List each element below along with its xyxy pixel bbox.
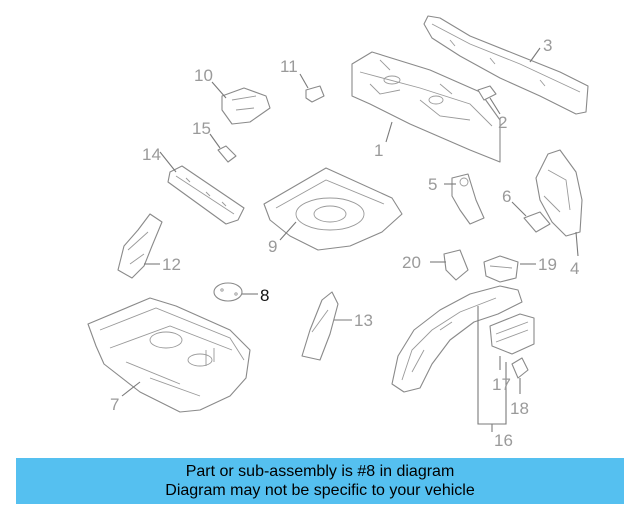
part-17-reinforcement[interactable] xyxy=(489,313,535,355)
callout-11: 11 xyxy=(280,57,298,76)
leader-9 xyxy=(279,221,297,241)
part-18-bracket[interactable] xyxy=(511,357,529,379)
leader-4 xyxy=(575,231,579,257)
part-11-block[interactable] xyxy=(305,85,325,103)
leader-7 xyxy=(121,381,141,397)
part-1-rear-panel[interactable] xyxy=(351,51,501,163)
part-12-bracket[interactable] xyxy=(117,213,163,279)
callout-17: 17 xyxy=(492,375,511,394)
part-6-small-bracket[interactable] xyxy=(523,211,551,233)
banner-line-2: Diagram may not be specific to your vehi… xyxy=(165,482,475,499)
callout-16: 16 xyxy=(494,431,513,450)
leader-6 xyxy=(511,201,527,217)
callout-2: 2 xyxy=(498,113,507,132)
info-banner: Part or sub-assembly is #8 in diagram Di… xyxy=(16,458,624,504)
leader-14 xyxy=(159,151,177,173)
callout-6: 6 xyxy=(502,187,511,206)
leader-2 xyxy=(489,97,501,115)
callout-8: 8 xyxy=(260,286,269,305)
leader-11 xyxy=(299,73,309,89)
part-20-bracket[interactable] xyxy=(443,249,469,281)
part-13-bracket[interactable] xyxy=(301,291,339,361)
callout-14: 14 xyxy=(142,145,161,164)
callout-7: 7 xyxy=(110,395,119,414)
part-7-floor-pan[interactable] xyxy=(87,297,251,413)
part-5-bracket[interactable] xyxy=(451,173,485,225)
part-19-bracket[interactable] xyxy=(483,255,519,283)
banner-line-1: Part or sub-assembly is #8 in diagram xyxy=(185,463,455,480)
part-16-wheelhouse[interactable] xyxy=(391,285,523,393)
part-4-side-panel[interactable] xyxy=(535,149,583,237)
callout-13: 13 xyxy=(354,311,373,330)
callout-20: 20 xyxy=(402,253,421,272)
part-15-strip[interactable] xyxy=(217,145,237,163)
part-9-spare-well[interactable] xyxy=(263,167,403,251)
leader-1 xyxy=(385,121,393,143)
callout-9: 9 xyxy=(268,237,277,256)
callout-19: 19 xyxy=(538,255,557,274)
leader-10 xyxy=(211,81,227,99)
callout-4: 4 xyxy=(570,259,579,278)
leader-15 xyxy=(209,133,221,149)
parts-diagram: 3 1 2 10 11 15 14 9 xyxy=(87,15,589,450)
part-14-side-rail[interactable] xyxy=(167,165,245,225)
part-2-clip[interactable] xyxy=(477,85,497,101)
part-8-plug[interactable] xyxy=(213,282,243,302)
part-3-upper-rail[interactable] xyxy=(423,15,589,115)
callout-10: 10 xyxy=(194,66,213,85)
callout-15: 15 xyxy=(192,119,211,138)
leader-3 xyxy=(529,47,541,63)
leader-16 xyxy=(477,306,507,432)
callout-12: 12 xyxy=(162,255,181,274)
callout-18: 18 xyxy=(510,399,529,418)
part-10-bracket[interactable] xyxy=(221,87,271,125)
callout-5: 5 xyxy=(428,175,437,194)
callout-3: 3 xyxy=(543,36,552,55)
callout-1: 1 xyxy=(374,141,383,160)
